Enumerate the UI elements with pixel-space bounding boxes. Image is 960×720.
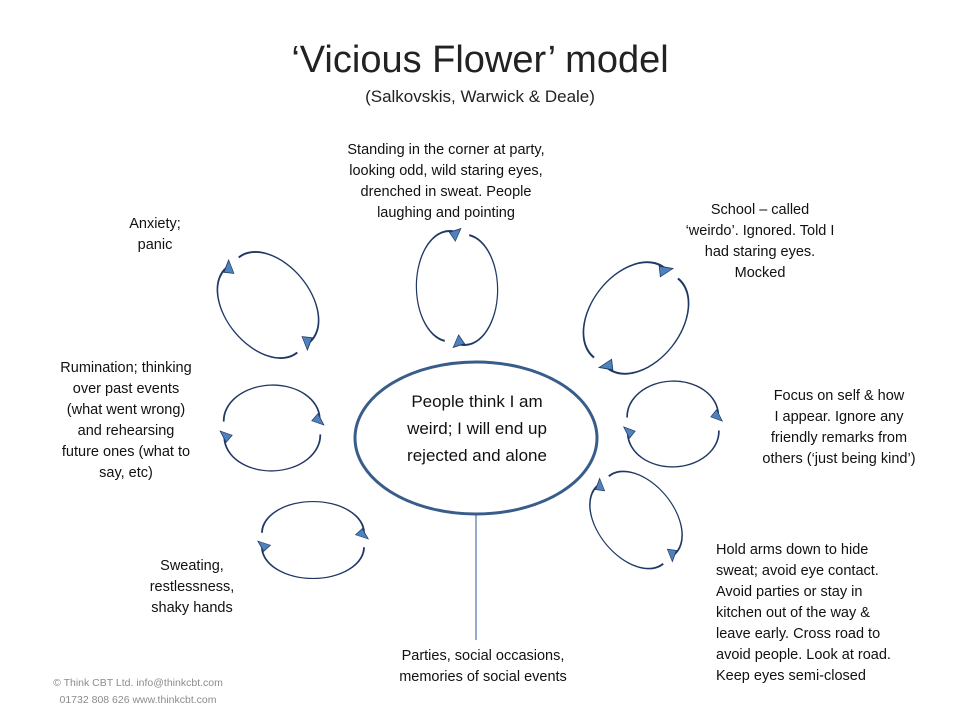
loop-arrows-left	[217, 382, 327, 474]
page-subtitle: (Salkovskis, Warwick & Deale)	[365, 87, 595, 106]
petal-upper-left-label: Anxiety; panic	[129, 216, 181, 253]
petal-lower-right-label: Hold arms down to hide sweat; avoid eye …	[716, 542, 891, 684]
copyright-footer: © Think CBT Ltd. info@thinkcbt.com 01732…	[53, 677, 223, 706]
petal-upper-right-label: School – called ‘weirdo’. Ignored. Told …	[685, 202, 835, 281]
core-belief-text: People think I am weird; I will end up r…	[407, 392, 547, 465]
loop-arrows-lower-right	[570, 452, 702, 588]
loop-arrows-lower-left	[256, 500, 370, 580]
petal-left-label: Rumination; thinking over past events (w…	[60, 360, 192, 481]
petal-lower-left-label: Sweating, restlessness, shaky hands	[149, 558, 235, 616]
petal-right-label: Focus on self & how I appear. Ignore any…	[762, 388, 916, 467]
page-title: ‘Vicious Flower’ model	[291, 39, 669, 81]
loop-arrows-right	[621, 378, 725, 470]
loop-arrows-top	[410, 218, 504, 358]
loop-arrows-upper-left	[195, 230, 341, 380]
petal-top-label: Standing in the corner at party, looking…	[347, 142, 545, 221]
core-belief-ellipse	[353, 360, 599, 516]
petal-bottom-label: Parties, social occasions, memories of s…	[399, 648, 567, 685]
